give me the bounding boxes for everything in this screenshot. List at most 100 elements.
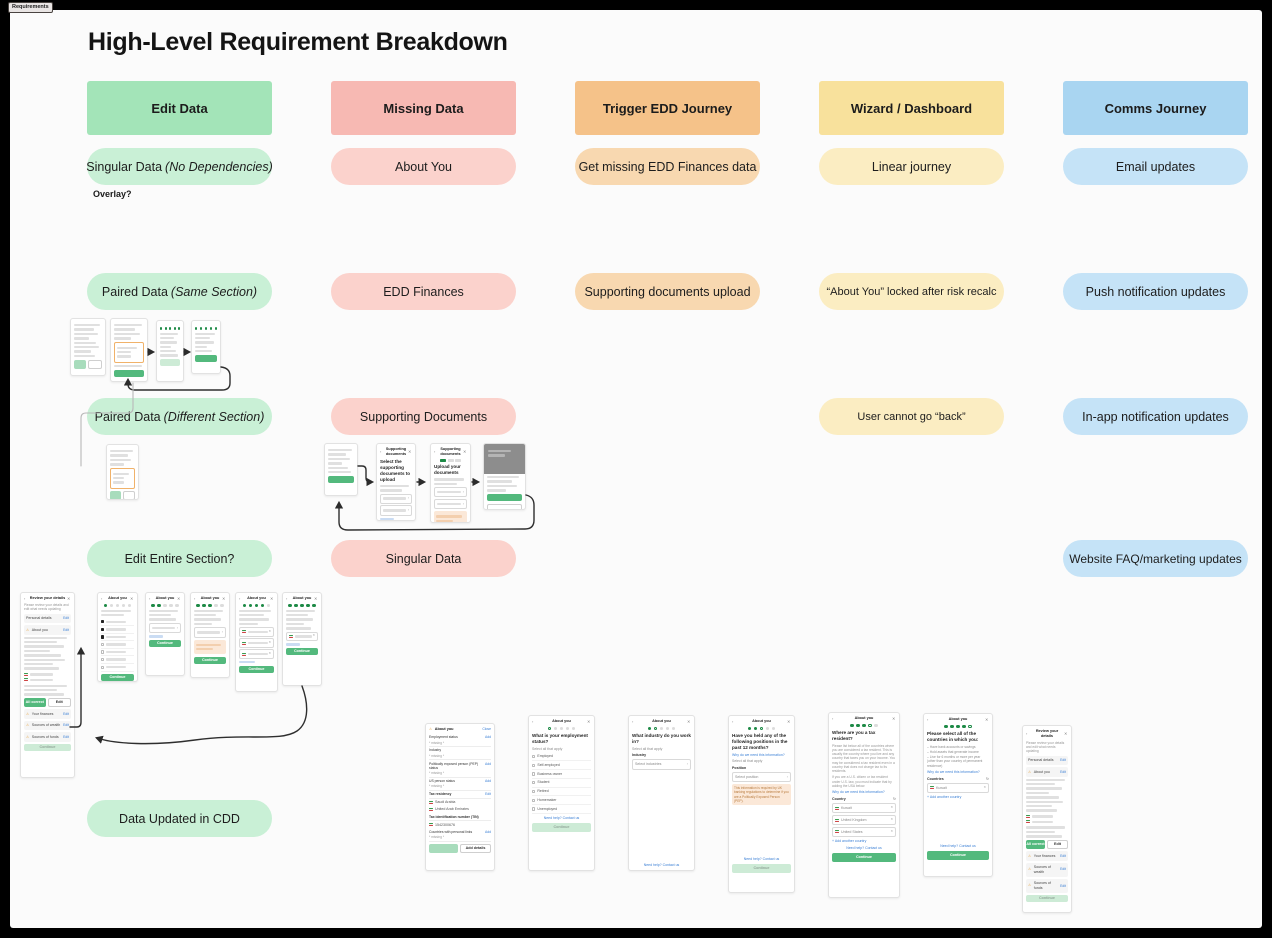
node-supporting-documents-upload[interactable]: Supporting documents upload (575, 273, 760, 310)
phone-thumbnail-edit-review-flow[interactable]: ‹About you✕›Continue (145, 592, 185, 676)
node-edit-entire-section[interactable]: Edit Entire Section? (87, 540, 272, 577)
node-singular-data-missing[interactable]: Singular Data (331, 540, 516, 577)
phone-thumbnail-about-you-journey[interactable]: ‹About you✕ Have you held any of the foll… (728, 715, 795, 893)
ms-title: ‹About you✕ (732, 719, 791, 724)
ms-gap (927, 802, 989, 842)
phone-thumbnail-paired-same-flow[interactable] (70, 318, 106, 376)
node-in-app-notification-updates[interactable]: In-app notification updates (1063, 398, 1248, 435)
ms-btns2 (110, 491, 135, 499)
ms-bullet: – Have bank accounts or savings (927, 744, 976, 749)
pill-label-italic: (Same Section) (170, 284, 258, 299)
ms-link (380, 517, 412, 520)
ms-sub: Select all that apply (532, 746, 563, 751)
phone-thumbnail-supporting-documents-flow[interactable]: ‹Supporting documents✕Select the support… (376, 443, 416, 521)
phone-thumbnail-paired-same-flow[interactable] (191, 320, 221, 374)
ms-check: Business owner (532, 770, 591, 779)
ms-h: Select the supporting documents to uploa… (380, 458, 411, 482)
ms-title: ‹About you✕ (194, 596, 226, 601)
ms-chip: Kuwait✕ (927, 782, 989, 794)
ms-link (286, 643, 318, 646)
node-user-cannot-go-back[interactable]: User cannot go “back” (819, 398, 1004, 435)
node-get-missing-edd-finances[interactable]: Get missing EDD Finances data (575, 148, 760, 185)
ms-title: ‹About you✕ (286, 596, 318, 601)
page-title[interactable]: High-Level Requirement Breakdown (88, 28, 508, 56)
node-website-faq-updates[interactable]: Website FAQ/marketing updates (1063, 540, 1248, 577)
ms-field: Select position› (732, 771, 791, 783)
phone-thumbnail-edit-review-flow[interactable]: ‹About you✕✕✕✕Continue (235, 592, 278, 692)
pill-label: User cannot go “back” (857, 410, 966, 423)
header-trigger-edd[interactable]: Trigger EDD Journey (575, 81, 760, 135)
node-paired-data-different-section[interactable]: Paired Data(Different Section) (87, 398, 272, 435)
ms-bars (74, 324, 102, 358)
header-comms-journey[interactable]: Comms Journey (1063, 81, 1248, 135)
node-push-notification-updates[interactable]: Push notification updates (1063, 273, 1248, 310)
phone-thumbnail-supporting-documents-flow[interactable] (483, 443, 526, 510)
ms-btn: Continue (239, 665, 274, 673)
ms-h: What is your employment status? (532, 732, 588, 744)
phone-thumbnail-about-you-journey[interactable]: ‹About you✕What is your employment statu… (528, 715, 595, 871)
phone-thumbnail-paired-same-flow[interactable] (110, 318, 148, 382)
ms-bullet: – Hold assets that generate income (927, 749, 979, 754)
node-edd-finances[interactable]: EDD Finances (331, 273, 516, 310)
header-edit-data[interactable]: Edit Data (87, 81, 272, 135)
node-about-you-locked[interactable]: “About You” locked after risk recalc (819, 273, 1004, 310)
phone-thumbnail-supporting-documents-flow[interactable] (324, 443, 358, 496)
node-about-you[interactable]: About You (331, 148, 516, 185)
phone-thumbnail-about-you-journey[interactable]: ‹About you✕What industry do you work in?… (628, 715, 695, 871)
pill-label: Supporting Documents (359, 409, 488, 424)
node-linear-journey[interactable]: Linear journey (819, 148, 1004, 185)
ms-btn (114, 369, 144, 377)
pill-label: Get missing EDD Finances data (578, 159, 757, 174)
phone-thumbnail-about-you-journey[interactable]: ‹About you✕Where are you a tax resident?… (828, 712, 900, 898)
pill-label: Singular Data (86, 159, 163, 174)
ms-btn: Continue (1026, 895, 1068, 903)
phone-thumbnail-about-you-journey[interactable]: ‹About you✕Please select all of the coun… (923, 713, 993, 877)
ms-field: › (380, 505, 412, 516)
pill-label-italic: (No Dependencies) (165, 159, 273, 174)
board-tab[interactable]: Requirements (8, 2, 53, 13)
phone-thumbnail-edit-review-flow[interactable]: ‹About you✕›Continue (190, 592, 230, 678)
ms-title: ‹About you✕ (927, 717, 989, 722)
phone-thumbnail-about-you-journey[interactable]: ‹Review your details✕Please review your … (1022, 725, 1072, 913)
ms-bars (24, 684, 71, 696)
ms-h: Have you held any of the following posit… (732, 732, 788, 750)
ms-row: Industry* missing * (429, 747, 491, 761)
pill-label: EDD Finances (383, 284, 464, 299)
pill-label: Edit Entire Section? (124, 551, 235, 566)
node-paired-data-same-section[interactable]: Paired Data(Same Section) (87, 273, 272, 310)
header-wizard[interactable]: Wizard / Dashboard (819, 81, 1004, 135)
ms-note: This information is required by UK banki… (732, 784, 791, 805)
node-singular-data-no-deps[interactable]: Singular Data(No Dependencies) (86, 148, 273, 185)
ms-field: Select industries› (632, 759, 691, 770)
phone-thumbnail-edit-review-flow[interactable]: ‹About you✕Continue (97, 592, 138, 682)
ms-field: › (434, 487, 467, 498)
ms-dots (286, 603, 318, 608)
ms-p: Please review your details and edit what… (24, 603, 69, 612)
ms-check: Homemaker (532, 796, 591, 806)
node-supporting-documents[interactable]: Supporting Documents (331, 398, 516, 435)
ms-btn: Continue (286, 648, 318, 656)
header-missing-data[interactable]: Missing Data (331, 81, 516, 135)
ms-flagrow (1026, 814, 1068, 819)
overlay-note[interactable]: Overlay? (93, 189, 132, 199)
ms-bars (101, 609, 134, 617)
phone-thumbnail-paired-same-flow[interactable] (156, 320, 184, 382)
phone-thumbnail-edit-review-flow[interactable]: ‹About you✕✕Continue (282, 592, 322, 686)
node-data-updated-in-cdd[interactable]: Data Updated in CDD (87, 800, 272, 837)
ms-title: ‹About you✕ (239, 596, 274, 601)
phone-thumbnail-paired-different-flow[interactable] (106, 444, 139, 500)
node-email-updates[interactable]: Email updates (1063, 148, 1248, 185)
ms-note (434, 511, 467, 522)
ms-chip: ✕ (239, 649, 274, 659)
phone-thumbnail-edit-review-flow[interactable]: ‹Review your details✕Please review your … (20, 592, 75, 778)
phone-thumbnail-supporting-documents-flow[interactable]: ‹Supporting documents✕Upload your docume… (430, 443, 471, 523)
ms-dark (484, 444, 525, 474)
ms-field: › (380, 493, 412, 504)
ms-p: If you are a U.S. citizen or tax residen… (832, 775, 892, 788)
